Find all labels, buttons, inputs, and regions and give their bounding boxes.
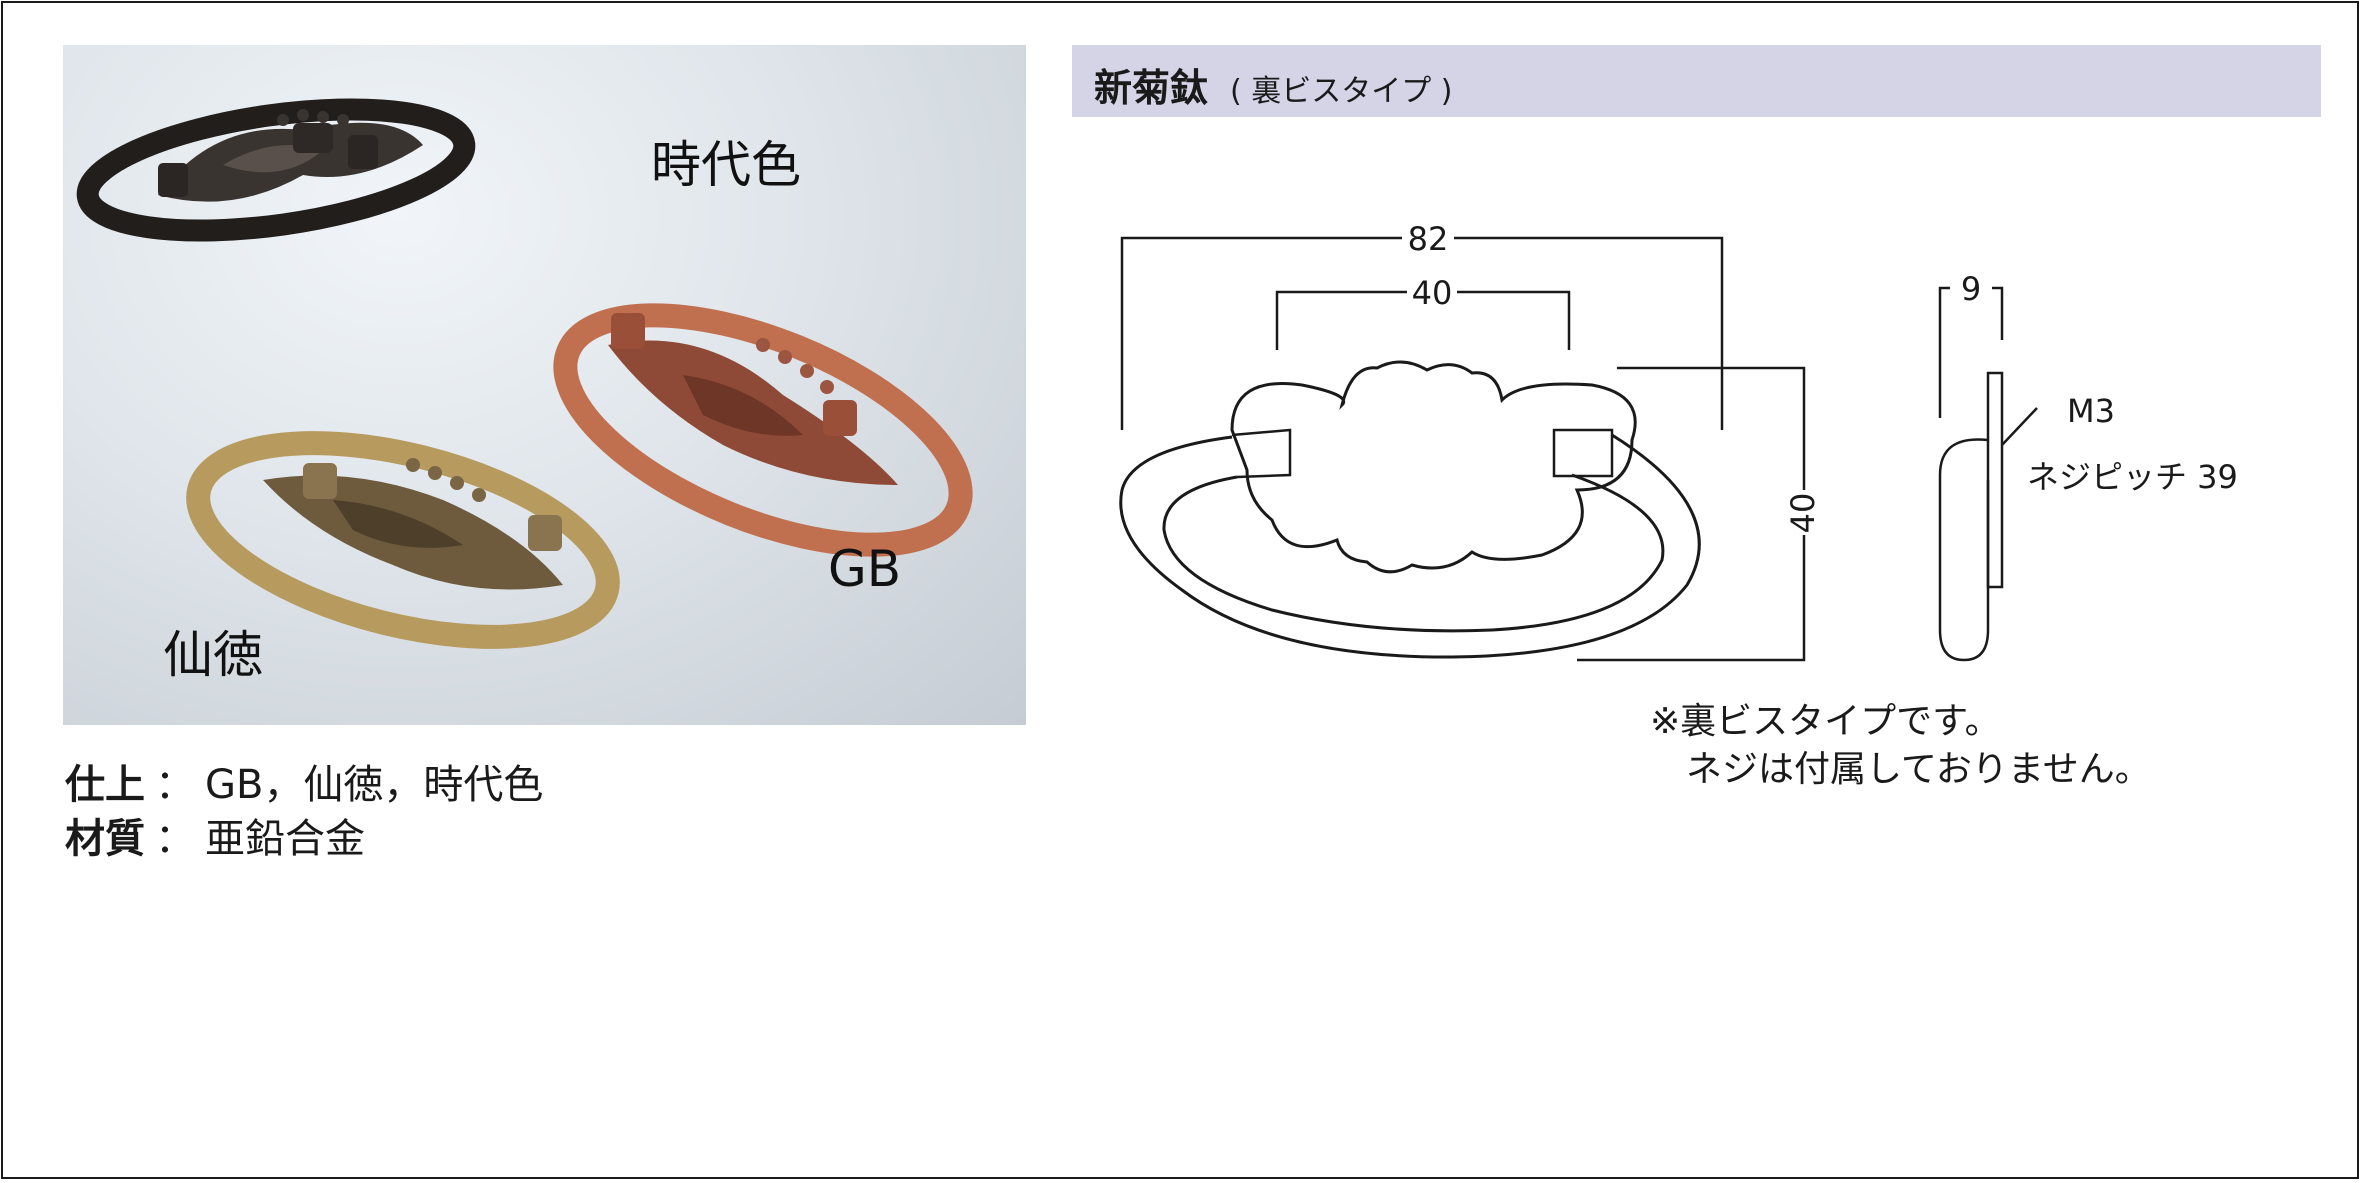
handle-sentoku (186, 431, 620, 649)
left-pivot (1231, 428, 1292, 479)
screw-leader-line (2001, 407, 2038, 446)
spec-separator: ： (155, 762, 195, 808)
spec-key: 仕上 (65, 762, 145, 808)
handle-ring-outline (1119, 433, 1701, 659)
spec-row-material: 材質 ： 亜鉛合金 (65, 812, 543, 866)
spec-separator: ： (155, 816, 195, 862)
note-line-2: ネジは付属しておりません。 (1686, 749, 2151, 790)
spec-key: 材質 (65, 816, 145, 862)
pitch-dimension-line (1275, 290, 1571, 350)
product-photo: 時代色 GB 仙徳 (63, 45, 1026, 725)
label-gb: GB (828, 540, 902, 598)
product-subtitle: ( 裏ビスタイプ ) (1230, 74, 1453, 109)
spec-row-finish: 仕上 ： GB，仙徳，時代色 (65, 758, 543, 812)
product-illustration (76, 98, 973, 649)
dim-pitch: 40 (1412, 274, 1453, 312)
label-sentoku: 仙徳 (163, 626, 263, 684)
side-backplate (1986, 371, 2004, 589)
spec-value: 亜鉛合金 (205, 816, 365, 862)
screw-note: ※裏ビスタイプです。 ネジは付属しておりません。 (1650, 698, 2151, 794)
dim-overall-width: 82 (1408, 220, 1449, 258)
right-pivot (1552, 428, 1614, 478)
height-dimension-line (1577, 366, 1806, 662)
note-line-1: ※裏ビスタイプです。 (1650, 701, 2001, 742)
side-ring (1938, 438, 1990, 662)
overall-width-dimension-line (1120, 236, 1724, 430)
dimension-drawing: 82 40 40 9 M3 ネジピッチ 39 (1119, 220, 2238, 662)
dim-screw-pitch: ネジピッチ 39 (2027, 458, 2238, 496)
depth-dimension-line (1938, 286, 2004, 418)
spec-list: 仕上 ： GB，仙徳，時代色 材質 ： 亜鉛合金 (65, 758, 543, 866)
product-title: 新菊鈦 (1094, 66, 1209, 110)
handle-ring-inner (1162, 473, 1665, 633)
dim-depth: 9 (1961, 270, 1981, 308)
back-plate-outline (1230, 360, 1637, 574)
spec-value: GB，仙徳，時代色 (205, 762, 544, 808)
product-header: 新菊鈦 ( 裏ビスタイプ ) (1072, 45, 2321, 117)
dim-screw: M3 (2067, 392, 2115, 430)
handle-gb (553, 303, 973, 557)
handle-jidaishoku (76, 98, 476, 242)
label-jidaishoku: 時代色 (651, 136, 801, 194)
dim-height: 40 (1784, 493, 1822, 534)
